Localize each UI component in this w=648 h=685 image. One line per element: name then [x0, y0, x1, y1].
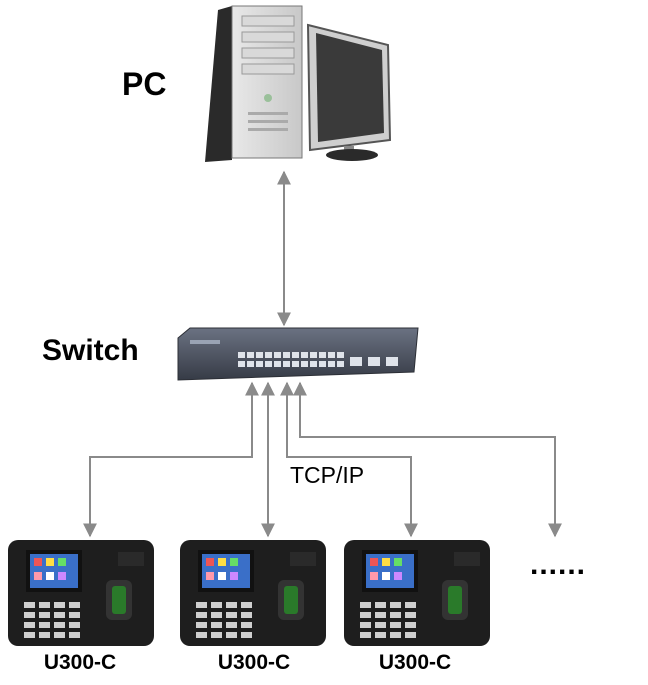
- pc-label: PC: [122, 66, 167, 102]
- device-label: U300-C: [378, 651, 452, 674]
- more-devices-ellipsis: ......: [530, 548, 587, 581]
- network-switch-icon: [177, 327, 419, 381]
- fingerprint-terminal-icon: [8, 540, 154, 646]
- fingerprint-terminal-icon: [344, 540, 490, 646]
- device-label: U300-C: [43, 651, 117, 674]
- device-label: U300-C: [217, 651, 291, 674]
- monitor-icon: [306, 23, 392, 161]
- device-links: [83, 381, 562, 538]
- switch-label: Switch: [42, 334, 139, 367]
- tcp-ip-label: TCP/IP: [290, 462, 365, 488]
- fingerprint-terminal-icon: [180, 540, 326, 646]
- pc-tower-icon: [205, 5, 303, 162]
